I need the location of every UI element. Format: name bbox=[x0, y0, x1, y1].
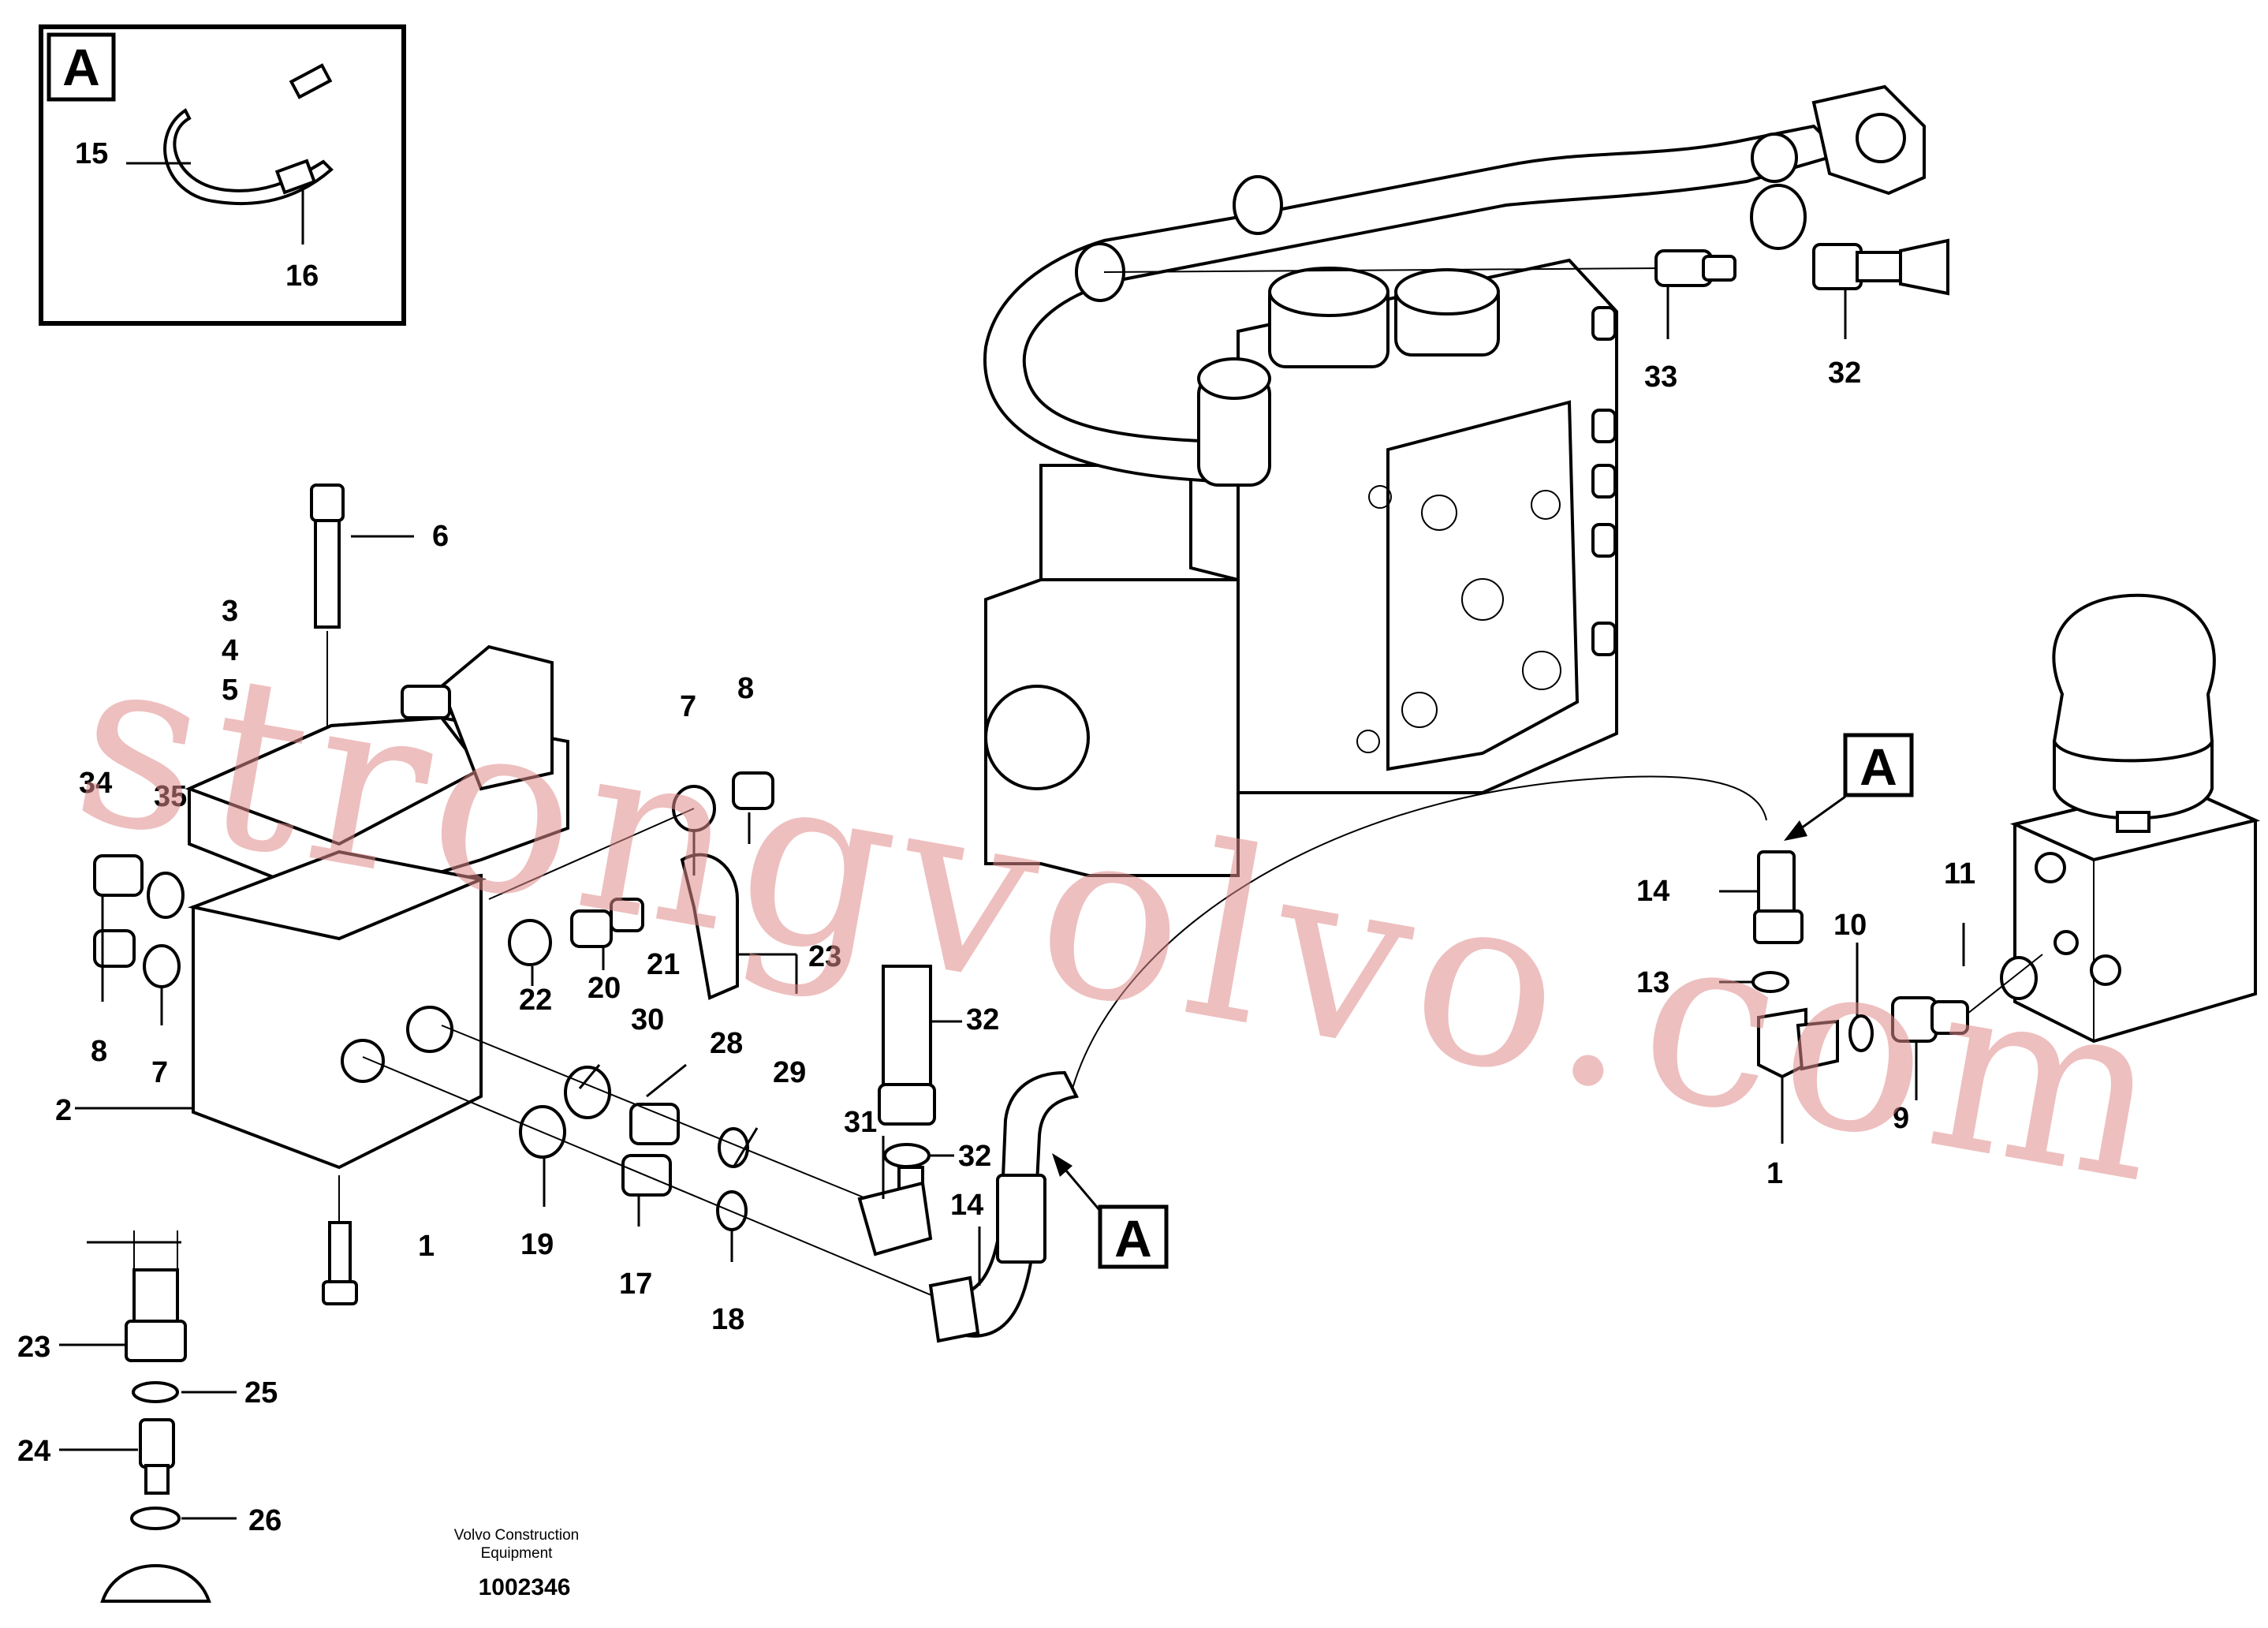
main-control-valve bbox=[984, 258, 1618, 877]
svg-text:A: A bbox=[1114, 1209, 1152, 1268]
svg-text:A: A bbox=[1860, 737, 1897, 796]
label-32-mid: 32 bbox=[966, 1003, 999, 1036]
caption-line-1: Volvo Construction bbox=[454, 1527, 579, 1544]
label-23-bottom: 23 bbox=[17, 1331, 50, 1364]
callout-a-upper: A bbox=[1784, 733, 1914, 841]
label-4: 4 bbox=[222, 634, 238, 667]
label-7-top: 7 bbox=[680, 690, 696, 723]
label-8-top: 8 bbox=[737, 672, 754, 705]
label-26: 26 bbox=[248, 1504, 282, 1537]
label-20: 20 bbox=[588, 972, 621, 1005]
label-7: 7 bbox=[151, 1056, 168, 1089]
elbow-30-hose-32 bbox=[857, 965, 936, 1256]
part-labels: 6 3 4 5 15 16 33 32 34 35 7 8 8 7 2 1 22… bbox=[17, 137, 1975, 1537]
label-22: 22 bbox=[519, 984, 552, 1017]
label-24: 24 bbox=[17, 1435, 50, 1468]
callout-a-lower: A bbox=[1052, 1153, 1169, 1269]
label-2: 2 bbox=[55, 1094, 72, 1127]
label-1-right: 1 bbox=[1766, 1157, 1783, 1190]
label-6: 6 bbox=[432, 520, 449, 553]
label-15: 15 bbox=[75, 137, 108, 170]
fittings-right bbox=[1751, 850, 2043, 1079]
label-14-right: 14 bbox=[1636, 875, 1669, 908]
label-1: 1 bbox=[418, 1230, 435, 1263]
label-28: 29 bbox=[773, 1056, 806, 1089]
label-14-left: 14 bbox=[950, 1189, 983, 1222]
label-11: 11 bbox=[1944, 857, 1975, 891]
label-9: 9 bbox=[1893, 1102, 1909, 1135]
label-13: 13 bbox=[1636, 966, 1669, 999]
detail-box-a: A bbox=[39, 24, 406, 326]
accumulator-assembly bbox=[2009, 593, 2261, 1044]
label-35: 35 bbox=[154, 780, 187, 813]
label-23: 23 bbox=[808, 940, 841, 973]
label-18: 18 bbox=[711, 1303, 744, 1336]
label-10: 10 bbox=[1833, 909, 1867, 942]
caption-line-2: Equipment bbox=[481, 1545, 554, 1562]
label-5: 5 bbox=[222, 674, 238, 707]
fitting-33-hose-32 bbox=[1103, 238, 1949, 339]
solenoid-valve-assembly bbox=[185, 484, 569, 1305]
label-27: 28 bbox=[710, 1027, 743, 1060]
label-19: 19 bbox=[520, 1228, 554, 1261]
label-16: 16 bbox=[285, 260, 319, 293]
small-fittings-left bbox=[93, 771, 947, 1302]
detail-fitting-stack bbox=[100, 1230, 211, 1603]
label-33: 33 bbox=[1644, 360, 1677, 394]
label-31: 32 bbox=[958, 1140, 991, 1173]
label-3: 3 bbox=[222, 595, 238, 628]
label-17: 17 bbox=[619, 1268, 652, 1301]
hose-14-left bbox=[928, 775, 1767, 1343]
label-8: 8 bbox=[91, 1035, 107, 1068]
label-30: 31 bbox=[844, 1106, 877, 1139]
leader-lines bbox=[59, 535, 1965, 1520]
drawing-number: 1002346 bbox=[479, 1574, 571, 1600]
label-29: 30 bbox=[631, 1003, 664, 1036]
label-21: 21 bbox=[647, 948, 680, 981]
label-34: 34 bbox=[79, 767, 112, 800]
callout-a-detail: A bbox=[62, 38, 100, 96]
bent-pipe bbox=[983, 84, 1926, 487]
caption: Volvo Construction Equipment 1002346 bbox=[454, 1527, 579, 1600]
label-32-top: 32 bbox=[1828, 357, 1861, 390]
label-25: 25 bbox=[244, 1376, 278, 1410]
